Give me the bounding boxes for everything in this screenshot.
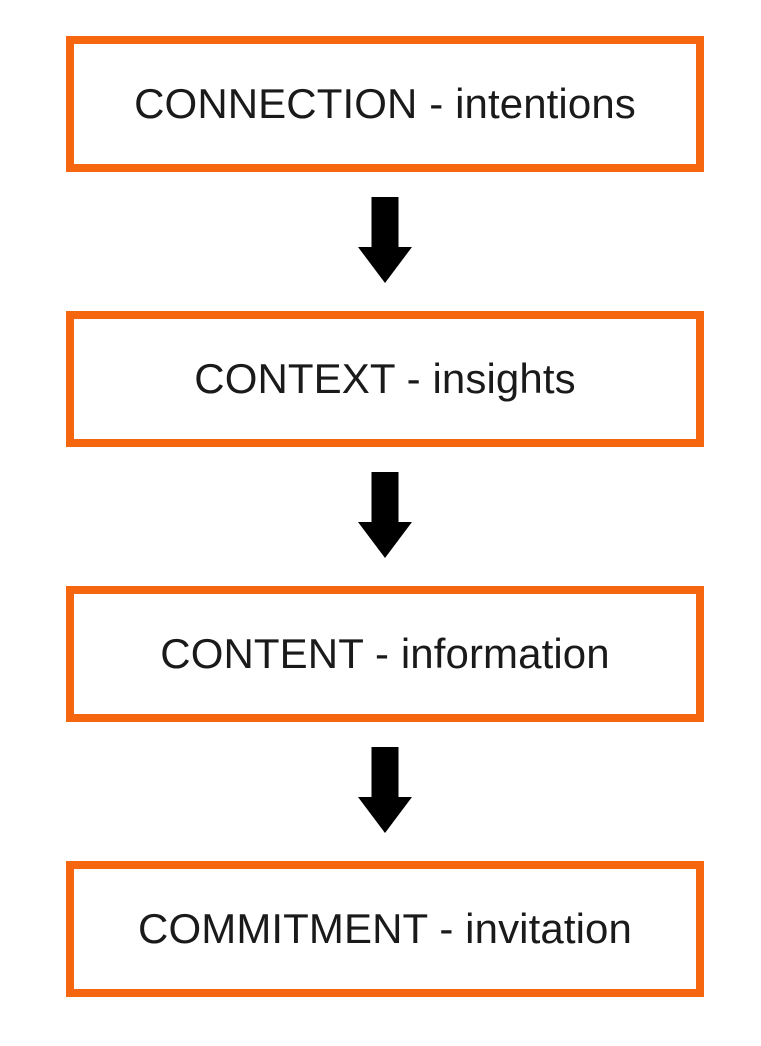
flow-stage-label: COMMITMENT - invitation <box>138 905 632 952</box>
flow-stage-context[interactable]: CONTEXT - insights <box>66 311 704 447</box>
flow-stage-label: CONTEXT - insights <box>194 355 576 402</box>
arrow-down-icon <box>358 197 412 283</box>
flow-stage-content[interactable]: CONTENT - information <box>66 586 704 722</box>
flow-stage-commitment[interactable]: COMMITMENT - invitation <box>66 861 704 997</box>
arrow-down-icon <box>358 472 412 558</box>
flow-stage-connection[interactable]: CONNECTION - intentions <box>66 36 704 172</box>
arrow-down-icon <box>358 747 412 833</box>
flow-stage-label: CONNECTION - intentions <box>134 80 636 127</box>
flow-stage-label: CONTENT - information <box>160 630 610 677</box>
